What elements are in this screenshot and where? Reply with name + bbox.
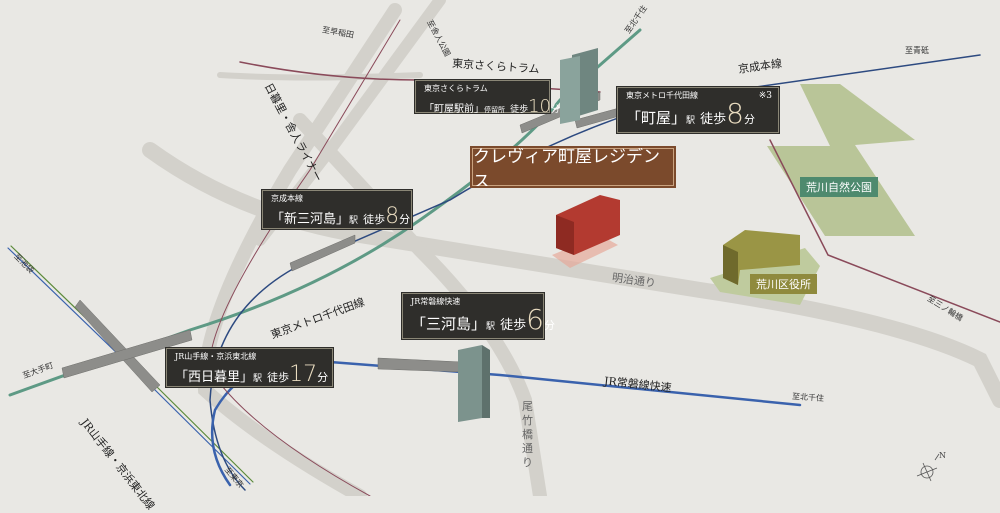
station-line: 京成本線	[271, 194, 303, 203]
station-line: JR山手線・京浜東北線	[175, 352, 257, 361]
station-line: 東京メトロ千代田線	[626, 91, 698, 100]
walk-minutes: 8	[385, 204, 400, 229]
direction-aoto: 至青砥	[905, 46, 929, 55]
walk-minutes: 10	[528, 96, 552, 117]
walk-label: 徒歩	[700, 112, 727, 127]
footnote-mark: ※3	[758, 91, 772, 101]
walk-label: 徒歩	[267, 371, 290, 384]
station-name: 「新三河島」	[271, 212, 350, 227]
line-tram	[239, 61, 1000, 323]
direction-kitasenju-bottom: 至北千住	[791, 391, 825, 404]
station-box-machiyaekimae: 東京さくらトラム 「町屋駅前」停留所 徒歩10分	[414, 79, 560, 117]
station-box-mikawashima: JR常磐線快速 「三河島」駅 徒歩6分	[401, 292, 555, 340]
road-label-odake: 尾竹橋通り	[522, 400, 533, 469]
walk-minutes: 6	[526, 303, 544, 336]
walk-label: 徒歩	[500, 318, 527, 333]
station-box-machiya: 東京メトロ千代田線 「町屋」駅 徒歩8分 ※3	[616, 86, 780, 134]
compass-north-label: N	[939, 451, 946, 460]
compass-icon	[916, 453, 940, 482]
minutes-unit: 分	[551, 105, 561, 115]
station-name: 「三河島」	[411, 315, 487, 333]
walk-label: 徒歩	[510, 105, 529, 115]
station-suffix: 駅	[253, 374, 263, 384]
station-suffix: 駅	[486, 322, 496, 332]
road-waseda	[217, 72, 423, 81]
line-keisei	[209, 54, 981, 491]
minutes-unit: 分	[399, 213, 411, 226]
park-label: 荒川自然公園	[800, 177, 878, 197]
station-suffix: 停留所	[484, 106, 505, 114]
ward-office-building	[723, 230, 800, 285]
minutes-unit: 分	[317, 371, 329, 384]
station-line: JR常磐線快速	[411, 297, 461, 306]
property-building	[552, 195, 620, 268]
minutes-unit: 分	[543, 319, 555, 332]
station-name: 「町屋」	[626, 109, 687, 127]
tower-mikawashima	[458, 345, 490, 422]
park-area	[767, 84, 915, 236]
walk-minutes: 17	[289, 362, 318, 387]
station-box-nishinippori: JR山手線・京浜東北線 「西日暮里」駅 徒歩17分	[165, 347, 334, 388]
road-meiji	[142, 142, 1000, 408]
station-nishinippori-2	[61, 329, 193, 379]
station-name: 「西日暮里」	[175, 370, 254, 385]
walk-minutes: 8	[726, 97, 744, 130]
station-suffix: 駅	[686, 116, 696, 126]
tower-machiya	[560, 48, 598, 124]
station-box-shinmikawashima: 京成本線 「新三河島」駅 徒歩8分	[261, 189, 413, 230]
station-shinmikawashima	[289, 234, 356, 272]
station-name: 「町屋駅前」	[424, 104, 484, 115]
station-line: 東京さくらトラム	[424, 84, 488, 93]
minutes-unit: 分	[743, 113, 755, 126]
route-map: N	[7, 0, 1000, 496]
walk-label: 徒歩	[363, 213, 386, 226]
property-label: クレヴィア町屋レジデンス	[470, 146, 676, 192]
line-chiyoda	[8, 28, 642, 397]
station-suffix: 駅	[349, 216, 359, 226]
station-mikawashima	[377, 357, 463, 373]
ward-office-label: 荒川区役所	[750, 274, 817, 294]
